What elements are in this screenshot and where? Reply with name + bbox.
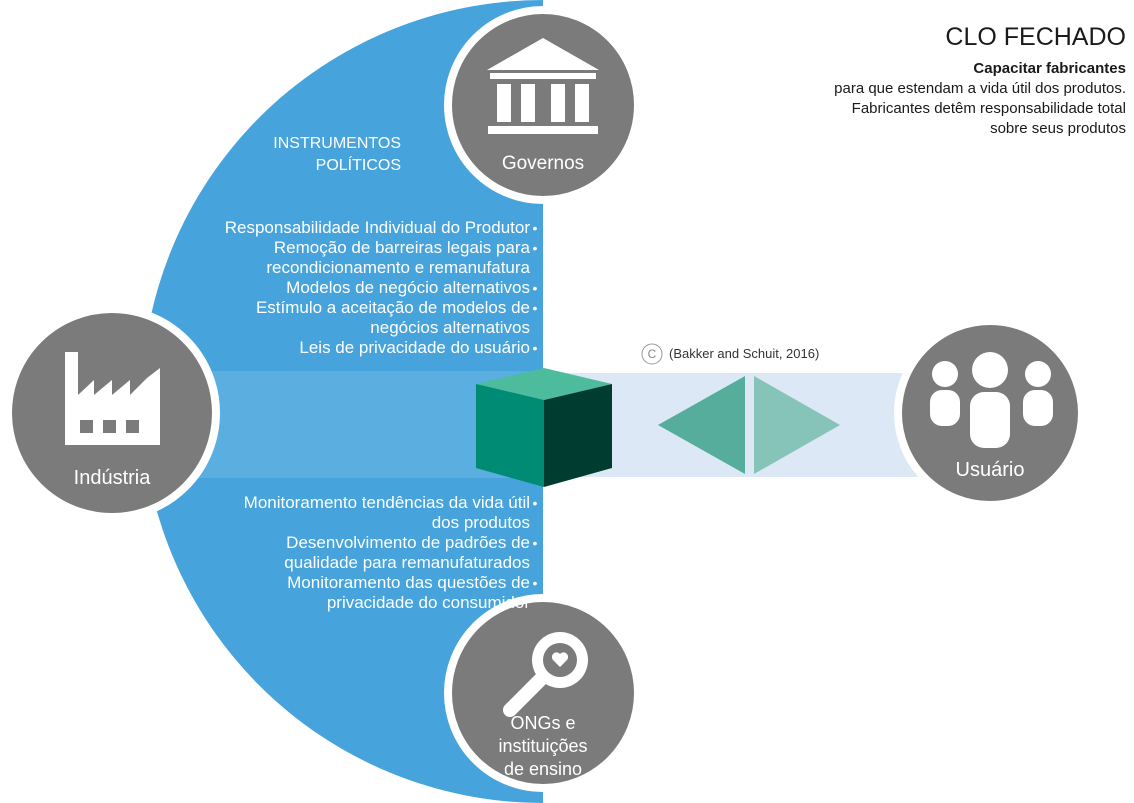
ongs-label-line: de ensino [503,759,583,779]
bullet: • [532,300,538,316]
ongs-label: ONGs e instituições de ensino [473,712,613,781]
people-group-icon [930,352,1053,448]
magnifier-heart-icon [503,632,588,717]
policy-list-bottom: Monitoramento tendências da vida útil• d… [244,493,540,613]
bullet: • [532,240,538,256]
list-item: Estímulo a aceitação de modelos de• negó… [225,298,540,338]
list-item-text: Remoção de barreiras legais para [273,238,530,257]
bullet: • [532,340,538,356]
bullet: • [532,535,538,551]
citation-text: (Bakker and Schuit, 2016) [669,346,820,361]
policy-heading: INSTRUMENTOS POLÍTICOS [245,133,401,177]
usuario-node [894,317,1086,509]
bidirectional-triangle-arrows-icon [658,376,840,474]
list-item-text: Responsabilidade Individual do Produtor [224,218,530,237]
description-line: para que estendam a vida útil dos produt… [834,80,1126,97]
subtitle: Capacitar fabricantes [973,60,1126,77]
description-line: Fabricantes detêm responsabilidade total [851,100,1126,117]
list-item-text: Modelos de negócio alternativos [286,278,530,297]
industria-node [4,305,220,521]
list-item: Remoção de barreiras legais para• recond… [225,238,540,278]
list-item: Monitoramento das questões de• privacida… [244,573,540,613]
government-building-icon [487,38,599,134]
list-item: Modelos de negócio alternativos• [225,278,540,298]
industria-label: Indústria [73,467,151,489]
list-item-text: Monitoramento das questões de [287,573,530,592]
list-item-text: Desenvolvimento de padrões de [286,533,530,552]
ongs-label-line: ONGs e [510,713,576,733]
ongs-label-line: instituições [498,736,588,756]
list-item-text: qualidade para remanufaturados [284,553,530,572]
governos-node [444,6,642,204]
copyright-symbol-ring [641,343,663,365]
list-item-text: Leis de privacidade do usuário [299,338,530,357]
list-item-text: Estímulo a aceitação de modelos de [255,298,530,317]
description-line: sobre seus produtos [990,120,1126,137]
list-item: Leis de privacidade do usuário• [225,338,540,358]
bullet: • [532,220,538,236]
list-item-text: recondicionamento e remanufatura [266,258,530,277]
governos-label: Governos [501,153,585,174]
bullet: • [532,280,538,296]
title-block: CLO FECHADO Capacitar fabricantes para q… [834,22,1126,139]
list-item: Desenvolvimento de padrões de• qualidade… [244,533,540,573]
policy-list-top: Responsabilidade Individual do Produtor•… [225,218,540,358]
usuario-label: Usuário [955,459,1025,481]
list-item: Responsabilidade Individual do Produtor• [225,218,540,238]
policy-heading-line: INSTRUMENTOS [273,135,401,152]
citation-symbol: C [647,347,657,361]
list-item-text: Monitoramento tendências da vida útil [243,493,530,512]
list-item-text: dos produtos [431,513,530,532]
list-item-text: negócios alternativos [370,318,530,337]
policy-heading-line: POLÍTICOS [315,157,401,174]
ongs-node [444,594,642,792]
bullet: • [532,575,538,591]
bullet: • [532,495,538,511]
list-item-text: privacidade do consumidor [326,593,530,612]
list-item: Monitoramento tendências da vida útil• d… [244,493,540,533]
cube-icon [476,368,612,487]
page-title: CLO FECHADO [945,23,1126,51]
